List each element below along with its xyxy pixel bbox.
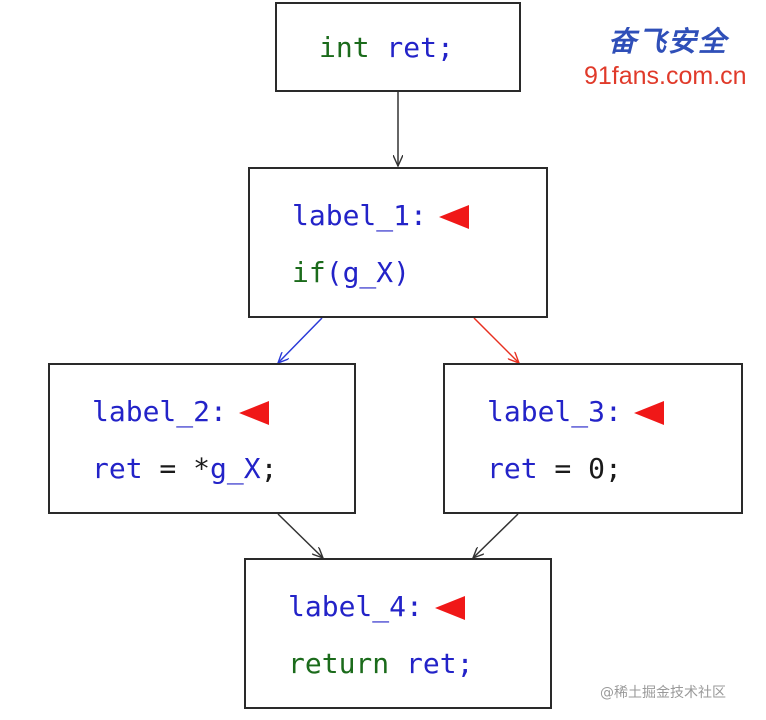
label-2-name: label_2: — [92, 395, 227, 428]
edge-label1-to-label3 — [473, 317, 519, 363]
node-label-2: label_2: ret = *g_X; — [48, 363, 356, 514]
label-1-name: label_1: — [292, 199, 427, 232]
label-2-lhs: ret — [92, 452, 143, 485]
return-space — [389, 647, 406, 680]
label-2-semicolon: ; — [260, 452, 278, 485]
label-3-name: label_3: — [487, 395, 622, 428]
label-3-assignment: = 0; — [537, 452, 622, 485]
red-left-triangle-icon — [434, 596, 465, 620]
keyword-int: int — [319, 31, 370, 64]
if-condition: (g_X) — [325, 256, 411, 289]
keyword-return: return — [288, 647, 390, 680]
label-4-heading: label_4: — [288, 590, 465, 624]
label-2-operator: = * — [142, 452, 211, 485]
node-label-4: label_4: return ret; — [244, 558, 552, 709]
red-left-triangle-icon — [633, 401, 664, 425]
entry-code-line: int ret; — [319, 31, 454, 65]
keyword-if: if — [292, 256, 326, 289]
label-4-code-line: return ret; — [288, 647, 473, 681]
edge-label3-to-label4 — [473, 513, 519, 558]
red-left-triangle-icon — [438, 205, 469, 229]
watermark-corner: @稀土掘金技术社区 — [600, 685, 726, 701]
label-3-code-line: ret = 0; — [487, 452, 622, 486]
label-2-code-line: ret = *g_X; — [92, 452, 277, 486]
edge-label1-to-label2 — [278, 317, 323, 363]
label-2-heading: label_2: — [92, 395, 269, 429]
entry-declaration: ret; — [369, 31, 454, 64]
node-entry: int ret; — [275, 2, 521, 92]
label-3-heading: label_3: — [487, 395, 664, 429]
node-label-1: label_1: if(g_X) — [248, 167, 548, 318]
red-left-triangle-icon — [238, 401, 269, 425]
node-label-3: label_3: ret = 0; — [443, 363, 743, 514]
label-1-code-line: if(g_X) — [292, 256, 410, 290]
label-2-rhs: g_X — [210, 452, 261, 485]
label-1-heading: label_1: — [292, 199, 469, 233]
label-3-lhs: ret — [487, 452, 538, 485]
watermark-title: 奋飞安全 — [608, 25, 729, 58]
watermark-site: 91fans.com.cn — [584, 62, 747, 90]
edge-label2-to-label4 — [277, 513, 323, 558]
label-4-name: label_4: — [288, 590, 423, 623]
return-value: ret; — [406, 647, 474, 680]
